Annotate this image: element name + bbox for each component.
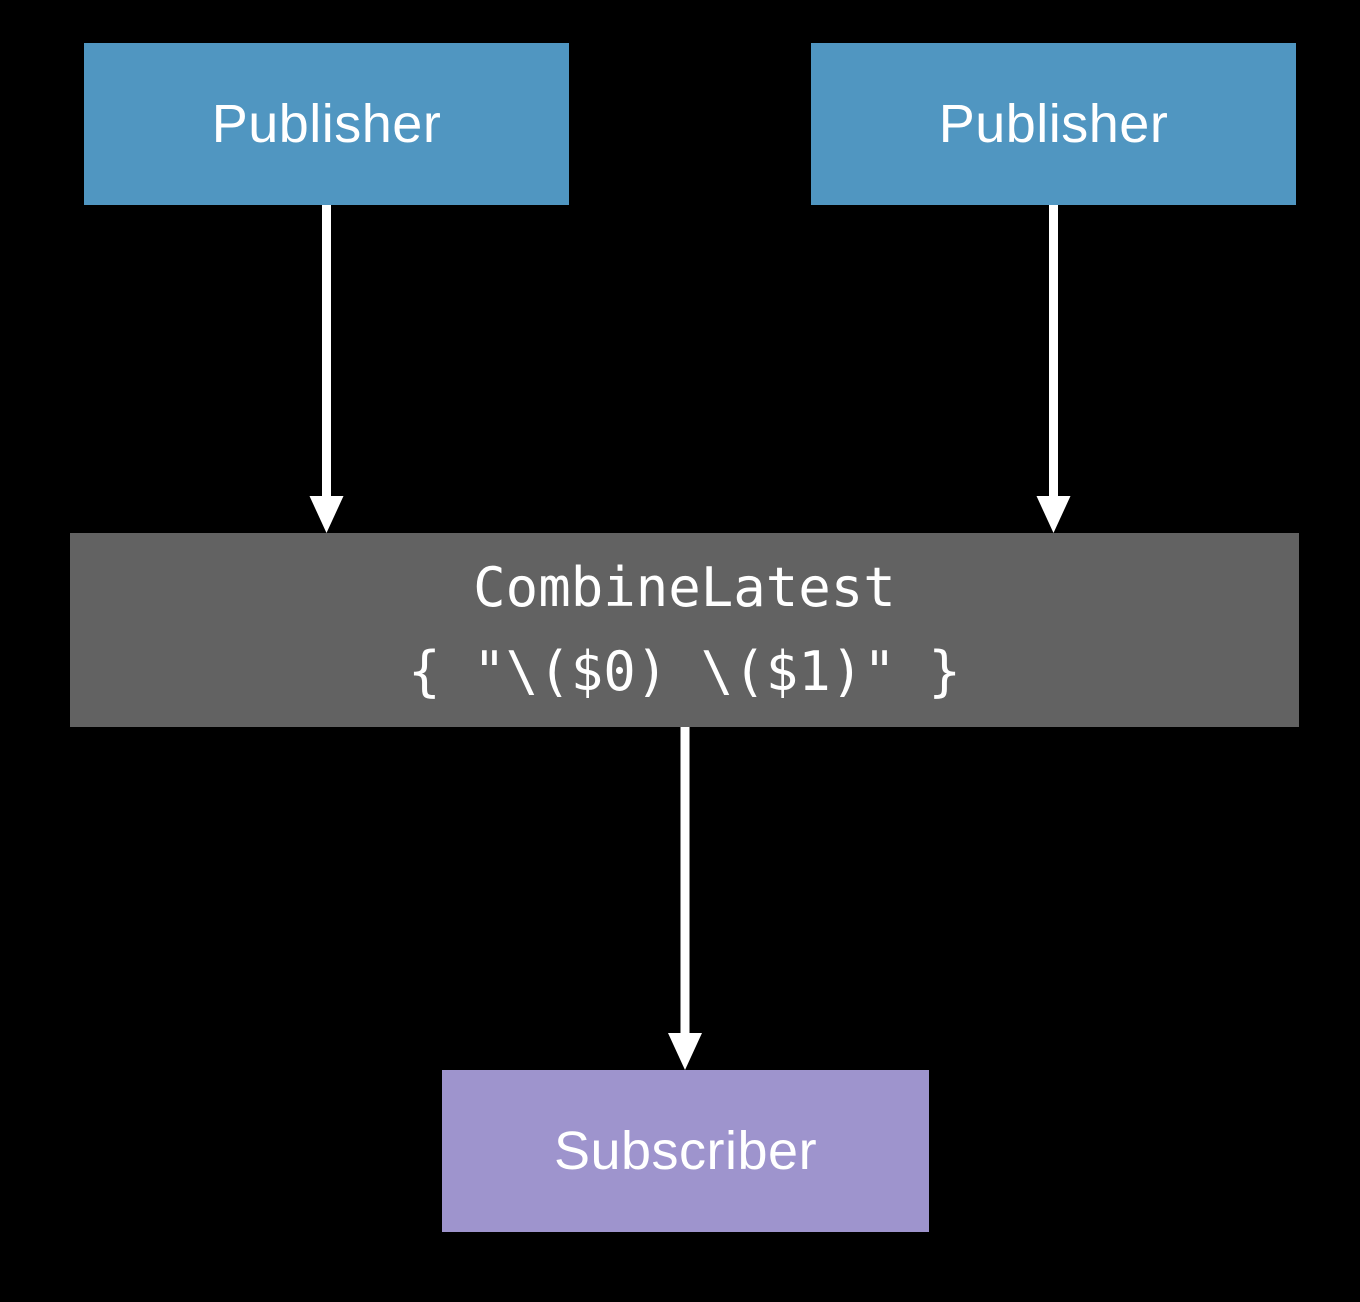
publisher-right-node: Publisher: [811, 43, 1296, 205]
combinelatest-operator-node: CombineLatest { "\($0) \($1)" }: [70, 533, 1299, 727]
publisher-left-node: Publisher: [84, 43, 569, 205]
subscriber-label: Subscriber: [553, 1121, 818, 1181]
operator-text: CombineLatest { "\($0) \($1)" }: [408, 561, 961, 699]
arrow-publisher-left-to-operator: [309, 205, 344, 533]
arrow-operator-to-subscriber: [668, 727, 702, 1070]
publisher-left-label: Publisher: [211, 94, 442, 154]
publisher-right-label: Publisher: [938, 94, 1169, 154]
arrow-publisher-right-to-operator: [1036, 205, 1071, 533]
operator-title: CombineLatest: [473, 556, 896, 619]
subscriber-node: Subscriber: [442, 1070, 929, 1232]
operator-closure-code: { "\($0) \($1)" }: [408, 640, 961, 703]
